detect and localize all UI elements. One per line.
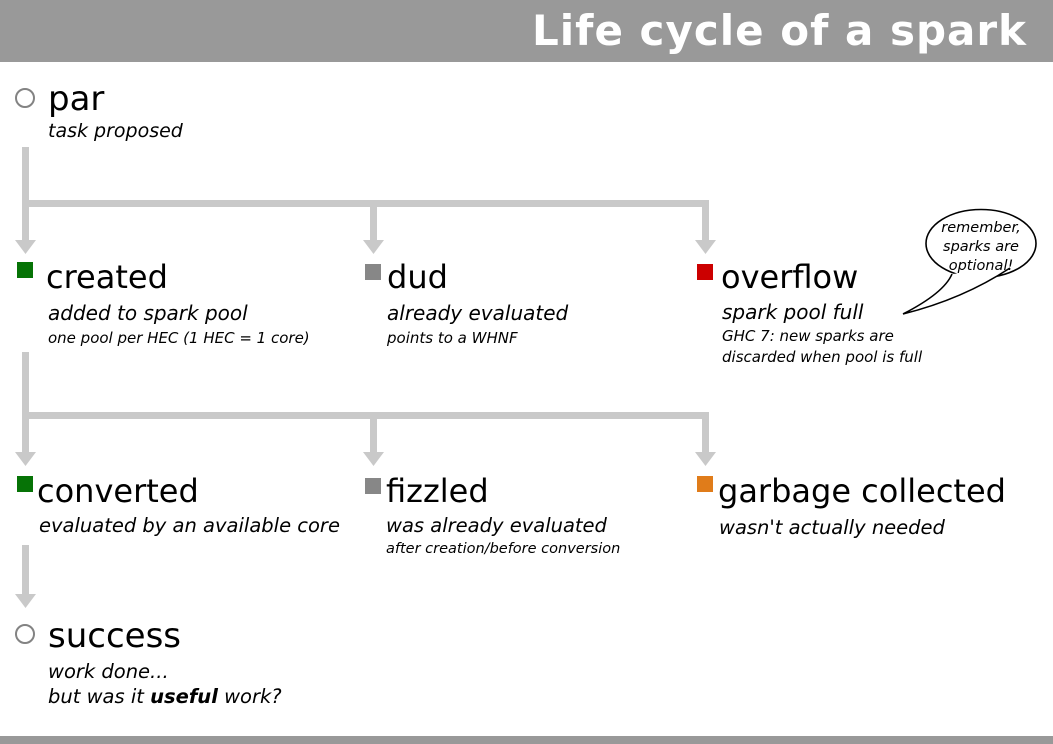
fizzled-bullet-square-icon bbox=[365, 478, 381, 494]
node-fizzled-note: after creation/before conversion bbox=[386, 541, 621, 557]
success-note-suffix: work? bbox=[217, 685, 282, 708]
node-garbage-collected-title: garbage collected bbox=[718, 472, 1006, 510]
node-created-subtitle: added to spark pool bbox=[48, 301, 248, 325]
callout-line: optional! bbox=[948, 258, 1014, 274]
arrow-head-icon bbox=[363, 240, 384, 254]
tree-connector-created bbox=[22, 352, 709, 453]
node-fizzled-subtitle: was already evaluated bbox=[386, 514, 607, 537]
node-created-note: one pool per HEC (1 HEC = 1 core) bbox=[48, 329, 310, 347]
tree-connector-par-arrowheads bbox=[15, 240, 716, 254]
node-garbage-collected-subtitle: wasn't actually needed bbox=[719, 516, 945, 539]
arrow-head-icon bbox=[695, 452, 716, 466]
node-dud-note: points to a WHNF bbox=[387, 329, 518, 347]
arrow-head-icon bbox=[15, 452, 36, 466]
node-converted-title: converted bbox=[37, 472, 199, 510]
callout-line: sparks are bbox=[943, 239, 1019, 255]
node-overflow-note-line1: GHC 7: new sparks are bbox=[722, 327, 894, 345]
success-note-bold: useful bbox=[150, 685, 218, 708]
par-bullet-circle-icon bbox=[15, 88, 35, 108]
arrow-head-icon bbox=[695, 240, 716, 254]
success-note-prefix: but was it bbox=[48, 685, 151, 708]
node-par-subtitle: task proposed bbox=[48, 120, 183, 142]
arrow-head-icon bbox=[15, 594, 36, 608]
node-success-title: success bbox=[48, 616, 181, 656]
connector-converted-success bbox=[15, 545, 36, 608]
converted-bullet-square-icon bbox=[17, 476, 33, 492]
callout-remember-sparks: remember, sparks are optional! bbox=[925, 219, 1037, 276]
node-success-subtitle: work done... bbox=[48, 660, 169, 683]
node-overflow-title: overflow bbox=[721, 258, 859, 296]
node-overflow-subtitle: spark pool full bbox=[722, 300, 864, 324]
callout-line: remember, bbox=[941, 220, 1021, 236]
node-par-title: par bbox=[48, 79, 105, 119]
node-dud-subtitle: already evaluated bbox=[387, 301, 569, 325]
arrow-head-icon bbox=[15, 240, 36, 254]
node-success-note: but was it useful work? bbox=[48, 685, 282, 708]
node-dud-title: dud bbox=[387, 258, 448, 296]
dud-bullet-square-icon bbox=[365, 264, 381, 280]
created-bullet-square-icon bbox=[17, 262, 33, 278]
node-created-title: created bbox=[46, 258, 168, 296]
tree-connector-created-arrowheads bbox=[15, 452, 716, 466]
header-bar: Life cycle of a spark bbox=[0, 0, 1053, 62]
overflow-bullet-square-icon bbox=[697, 264, 713, 280]
node-converted-subtitle: evaluated by an available core bbox=[39, 514, 340, 537]
page-title: Life cycle of a spark bbox=[532, 6, 1027, 55]
tree-connector-par bbox=[22, 147, 709, 241]
node-overflow-note-line2: discarded when pool is full bbox=[722, 348, 923, 366]
arrow-head-icon bbox=[363, 452, 384, 466]
garbage-collected-bullet-square-icon bbox=[697, 476, 713, 492]
footer-bar bbox=[0, 736, 1053, 744]
node-fizzled-title: fizzled bbox=[386, 472, 489, 510]
success-bullet-circle-icon bbox=[15, 624, 35, 644]
